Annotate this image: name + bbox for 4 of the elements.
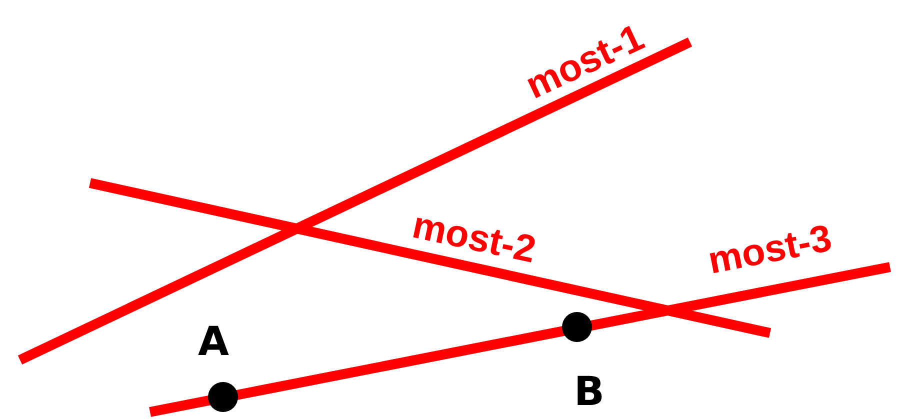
line-label: most-2 (409, 206, 539, 270)
line-label: most-3 (705, 219, 835, 281)
point-label: A (198, 322, 229, 362)
point-label: B (574, 372, 604, 412)
